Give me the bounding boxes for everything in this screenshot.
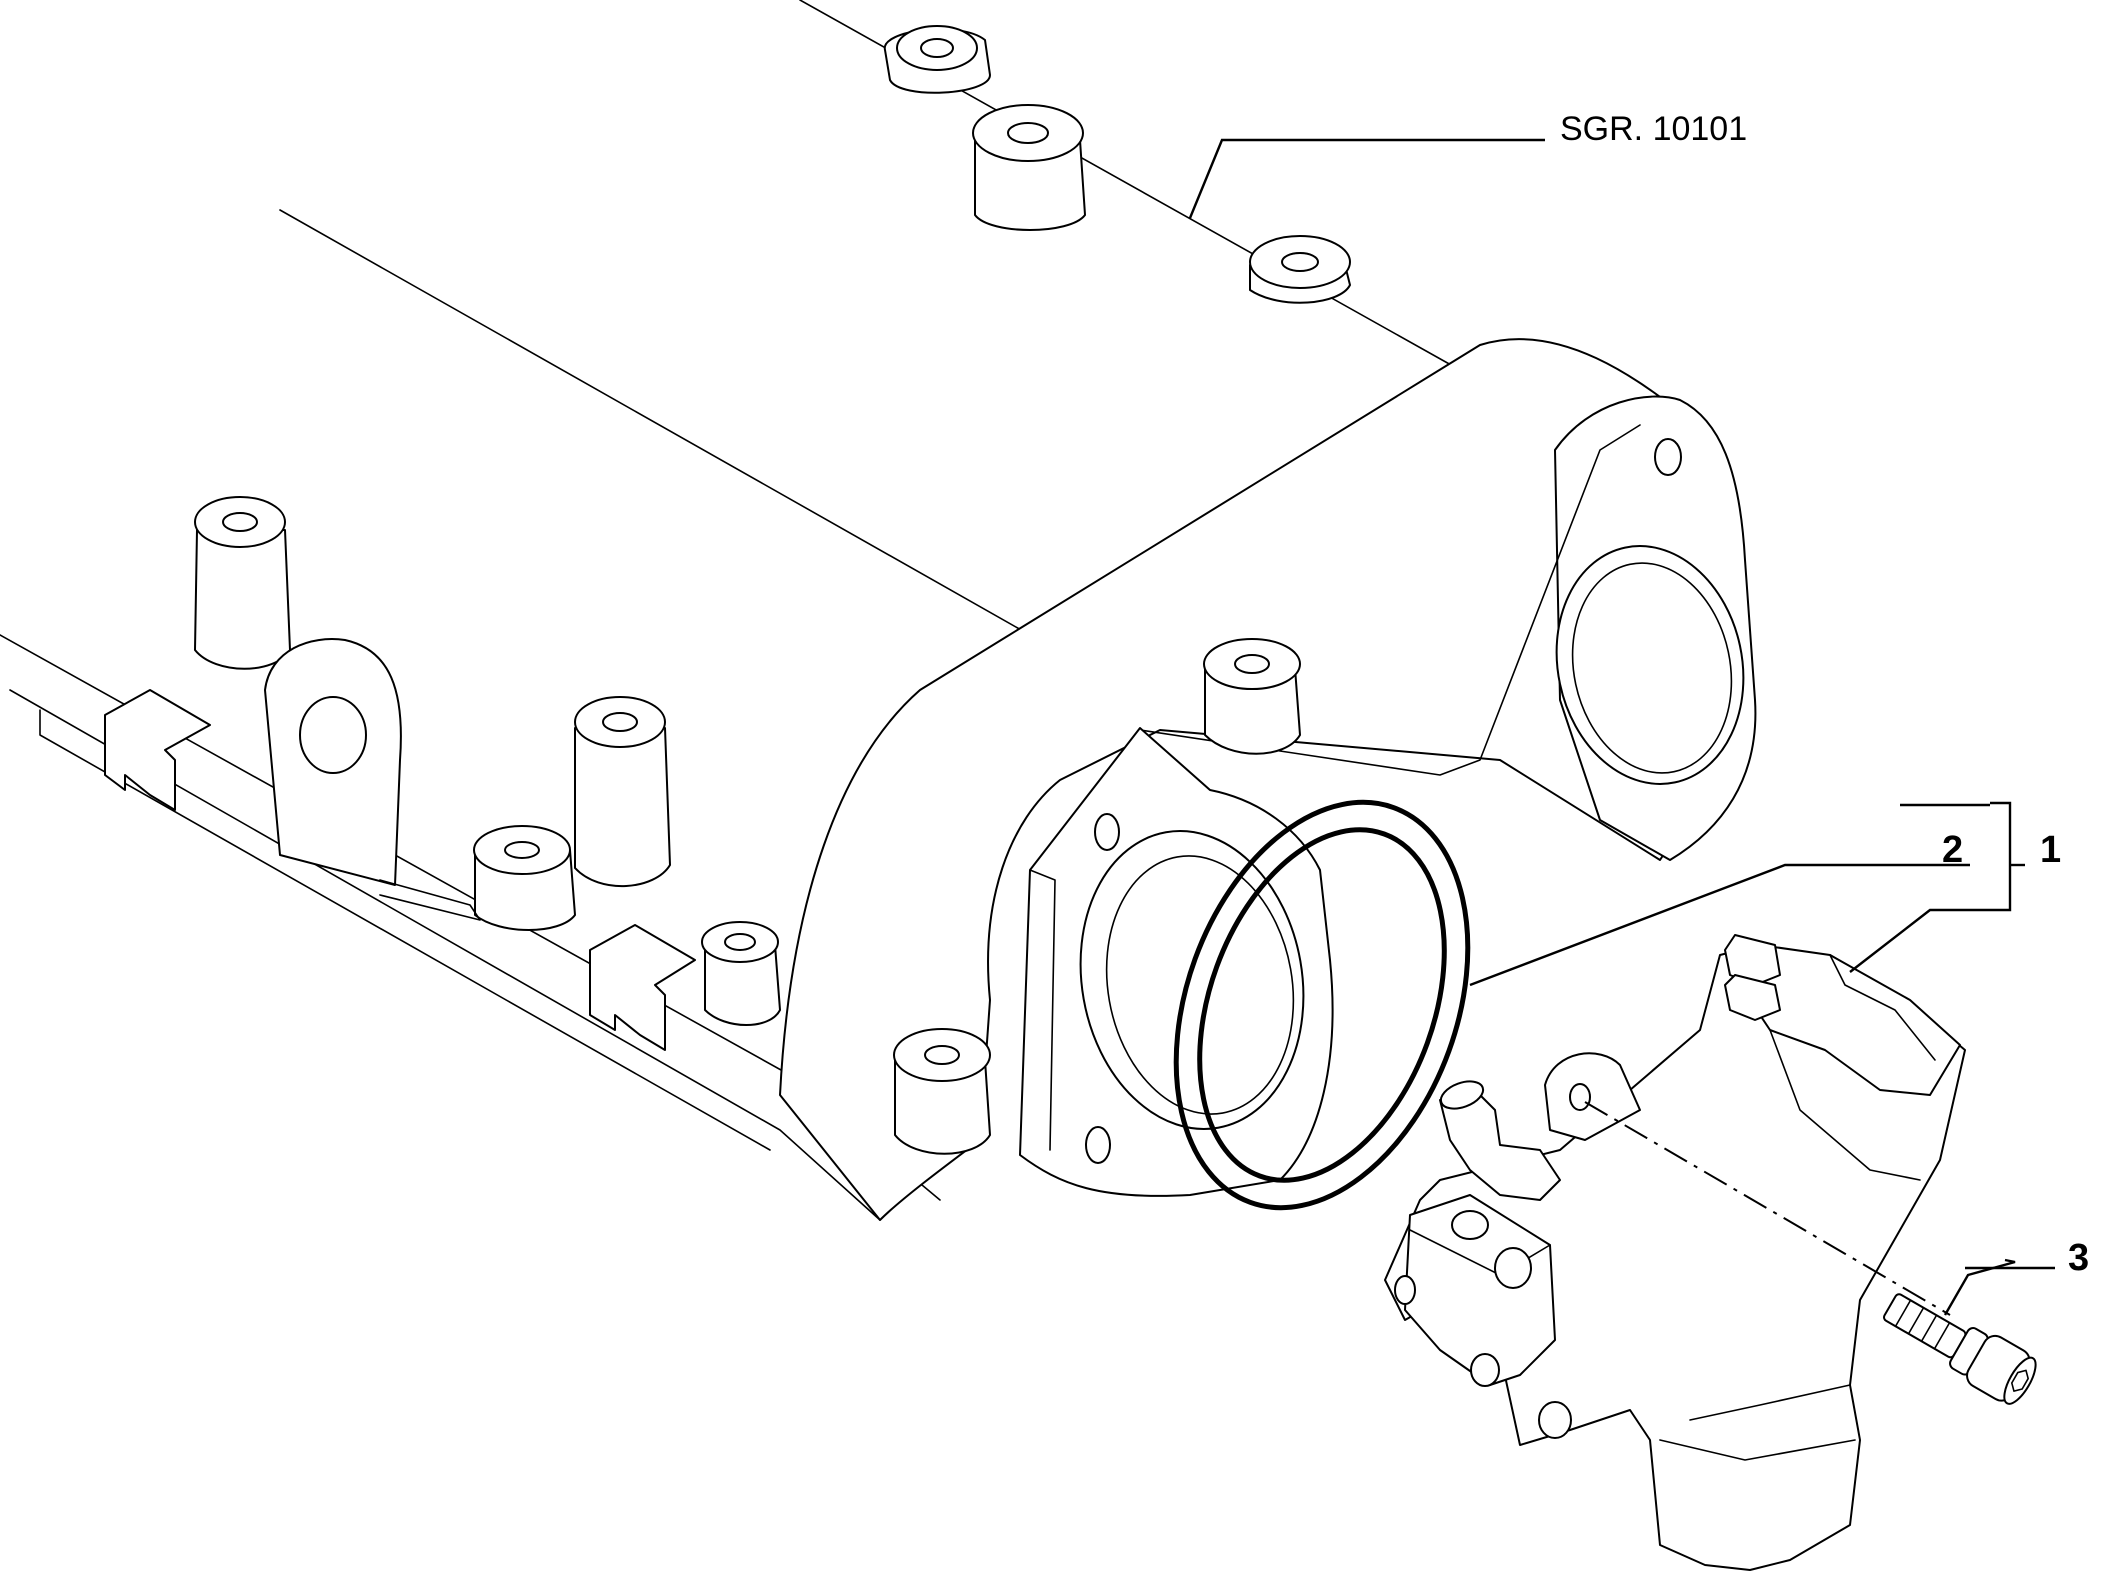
- boss-7: [473, 825, 576, 931]
- top-nut-2: [1724, 974, 1781, 1021]
- lower-flange-bore-inner: [1105, 855, 1295, 1115]
- screw: [1883, 1293, 2037, 1405]
- manifold-base-edge: [9, 689, 881, 1221]
- boss-2: [972, 104, 1086, 231]
- boss-1: [883, 25, 991, 94]
- callout-2: 2: [1942, 829, 1963, 871]
- boss-3: [1249, 235, 1351, 304]
- reference-label: SGR. 10101: [1560, 110, 1747, 148]
- mounting-lug: [1544, 1052, 1641, 1141]
- screw-head-face: [2003, 1356, 2037, 1405]
- actuator-top-edge: [1829, 954, 1936, 1061]
- screw-hex-socket: [2010, 1369, 2029, 1392]
- intake-manifold: [0, 0, 1757, 1221]
- sensor-screw-bottom: [1470, 1353, 1500, 1387]
- cable-clip-right: [589, 924, 696, 1051]
- mounting-bracket-hole: [299, 696, 367, 774]
- boss-6: [1203, 638, 1301, 755]
- manifold-rail-edge: [39, 709, 771, 1151]
- sensor-screw-side: [1394, 1275, 1416, 1305]
- mounting-lug-hole: [1569, 1083, 1591, 1111]
- sensor-block: [1404, 1194, 1556, 1386]
- gasket-outer: [1173, 799, 1471, 1211]
- throttle-body-assembly: [1384, 934, 1966, 1571]
- sensor-screw-top: [1451, 1210, 1489, 1240]
- lower-lug-hole: [1538, 1401, 1572, 1439]
- lower-flange-side: [1029, 869, 1056, 1151]
- cable-clip-left: [104, 689, 211, 811]
- lower-flange-hole-bottom: [1085, 1126, 1111, 1164]
- boss-5: [574, 696, 671, 887]
- screw-axis-centerline: [1584, 1101, 1951, 1316]
- gasket-leader: [1469, 863, 1970, 987]
- upper-flange-bore: [1555, 545, 1745, 785]
- actuator-housing: [1729, 944, 1961, 1096]
- reference-leader: [1188, 138, 1545, 219]
- bottom-plate-edge: [1659, 1439, 1856, 1461]
- gasket-ring: [1173, 799, 1471, 1211]
- boss-8: [701, 921, 781, 1026]
- upper-flange-hole: [1654, 438, 1682, 476]
- rail-step-1: [379, 879, 481, 921]
- manifold-upper-ridge: [279, 209, 1031, 636]
- assembly-leader: [1849, 801, 2012, 973]
- actuator-edge: [1769, 1029, 1921, 1181]
- boss-9: [893, 1028, 991, 1155]
- lower-flange-hole-top: [1094, 813, 1120, 851]
- coolant-nipple: [1439, 1084, 1561, 1201]
- coolant-nipple-end: [1439, 1080, 1485, 1110]
- gasket-inner: [1197, 827, 1447, 1183]
- upper-flange-bore-inner: [1571, 562, 1733, 774]
- sensor-screw-middle: [1494, 1247, 1532, 1289]
- callout-3: 3: [2068, 1237, 2089, 1279]
- top-nut-1: [1724, 934, 1781, 986]
- bottom-plate-edge-2: [1689, 1384, 1851, 1421]
- boss-4: [194, 496, 291, 670]
- callout-1: 1: [2040, 829, 2061, 871]
- upper-flange-seam: [1139, 424, 1641, 776]
